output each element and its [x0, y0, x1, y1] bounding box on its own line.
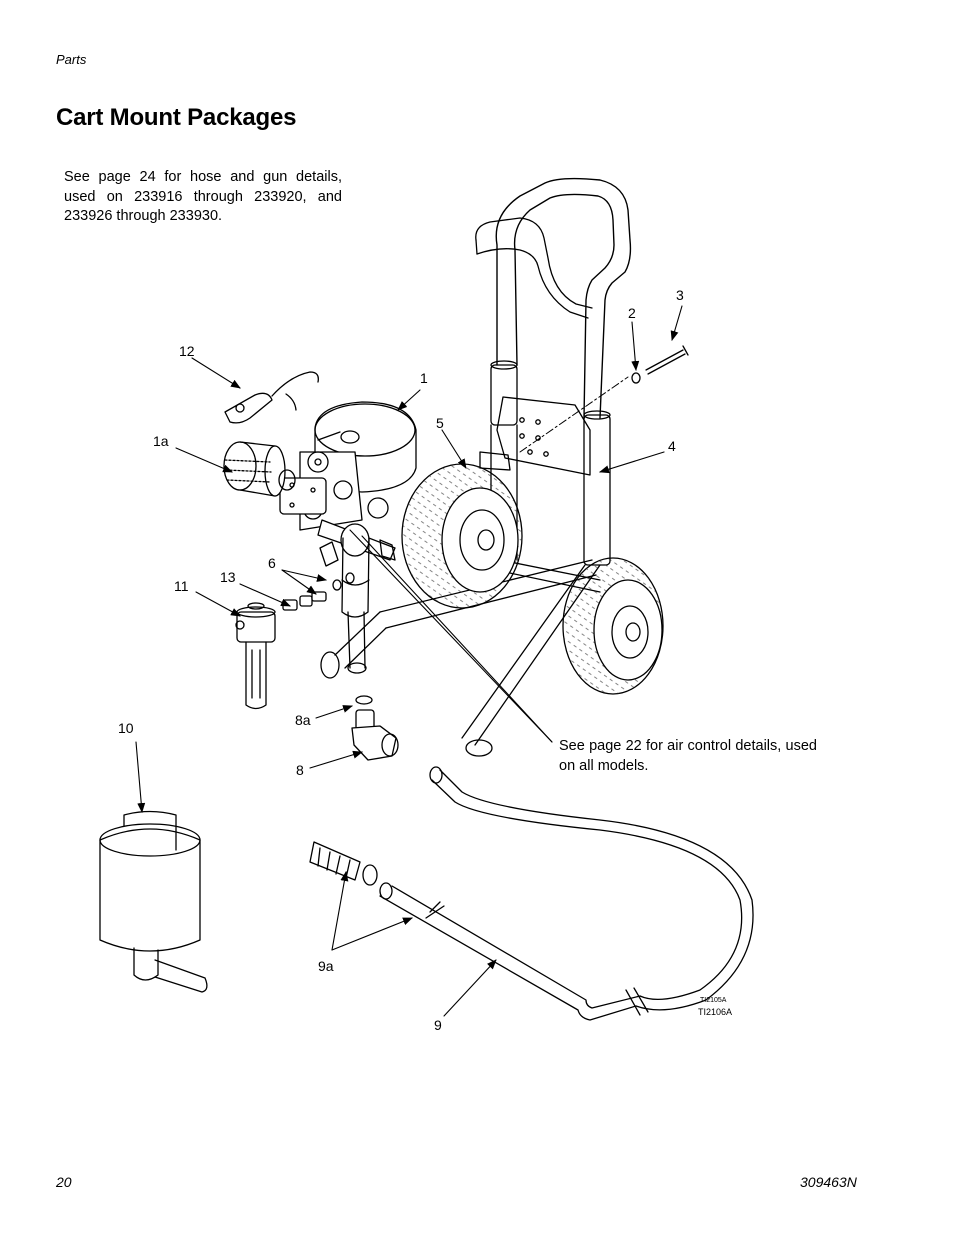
callout-5: 5 — [436, 415, 444, 431]
outlet-elbow — [351, 695, 399, 761]
cart-handle — [475, 177, 632, 419]
callout-8: 8 — [296, 762, 304, 778]
callout-1: 1 — [420, 370, 428, 386]
cart-frame — [320, 360, 629, 757]
figure-id-main: TI2106A — [698, 1007, 733, 1017]
suction-hose — [309, 766, 754, 1021]
callout-10: 10 — [118, 720, 134, 736]
siphon-gun — [224, 371, 319, 424]
document-number: 309463N — [800, 1174, 857, 1190]
bolt-and-washer — [631, 345, 689, 384]
callout-6: 6 — [268, 555, 276, 571]
callout-12: 12 — [179, 343, 195, 359]
air-control-note: See page 22 for air control details, use… — [559, 738, 817, 774]
page-title: Cart Mount Packages — [56, 104, 297, 131]
air-filter — [223, 441, 296, 497]
callout-2: 2 — [628, 305, 636, 321]
callout-1a: 1a — [153, 433, 169, 449]
callout-9: 9 — [434, 1017, 442, 1033]
fluid-filter — [235, 602, 276, 710]
section-header: Parts — [56, 52, 87, 67]
callout-8a: 8a — [295, 712, 311, 728]
hose-gun-note: See page 24 for hose and gun details, us… — [64, 169, 342, 224]
pump-assembly — [279, 401, 417, 674]
leader-lines — [135, 305, 683, 1017]
rear-wheel — [401, 463, 523, 609]
callout-4: 4 — [668, 438, 676, 454]
callout-11: 11 — [174, 578, 189, 594]
front-wheel — [562, 557, 664, 695]
hopper — [99, 810, 208, 993]
callout-9a: 9a — [318, 958, 334, 974]
callout-13: 13 — [220, 569, 236, 585]
page-number: 20 — [56, 1174, 72, 1190]
figure-id-small: TI2105A — [700, 997, 727, 1004]
callout-3: 3 — [676, 287, 684, 303]
fittings — [282, 579, 342, 611]
